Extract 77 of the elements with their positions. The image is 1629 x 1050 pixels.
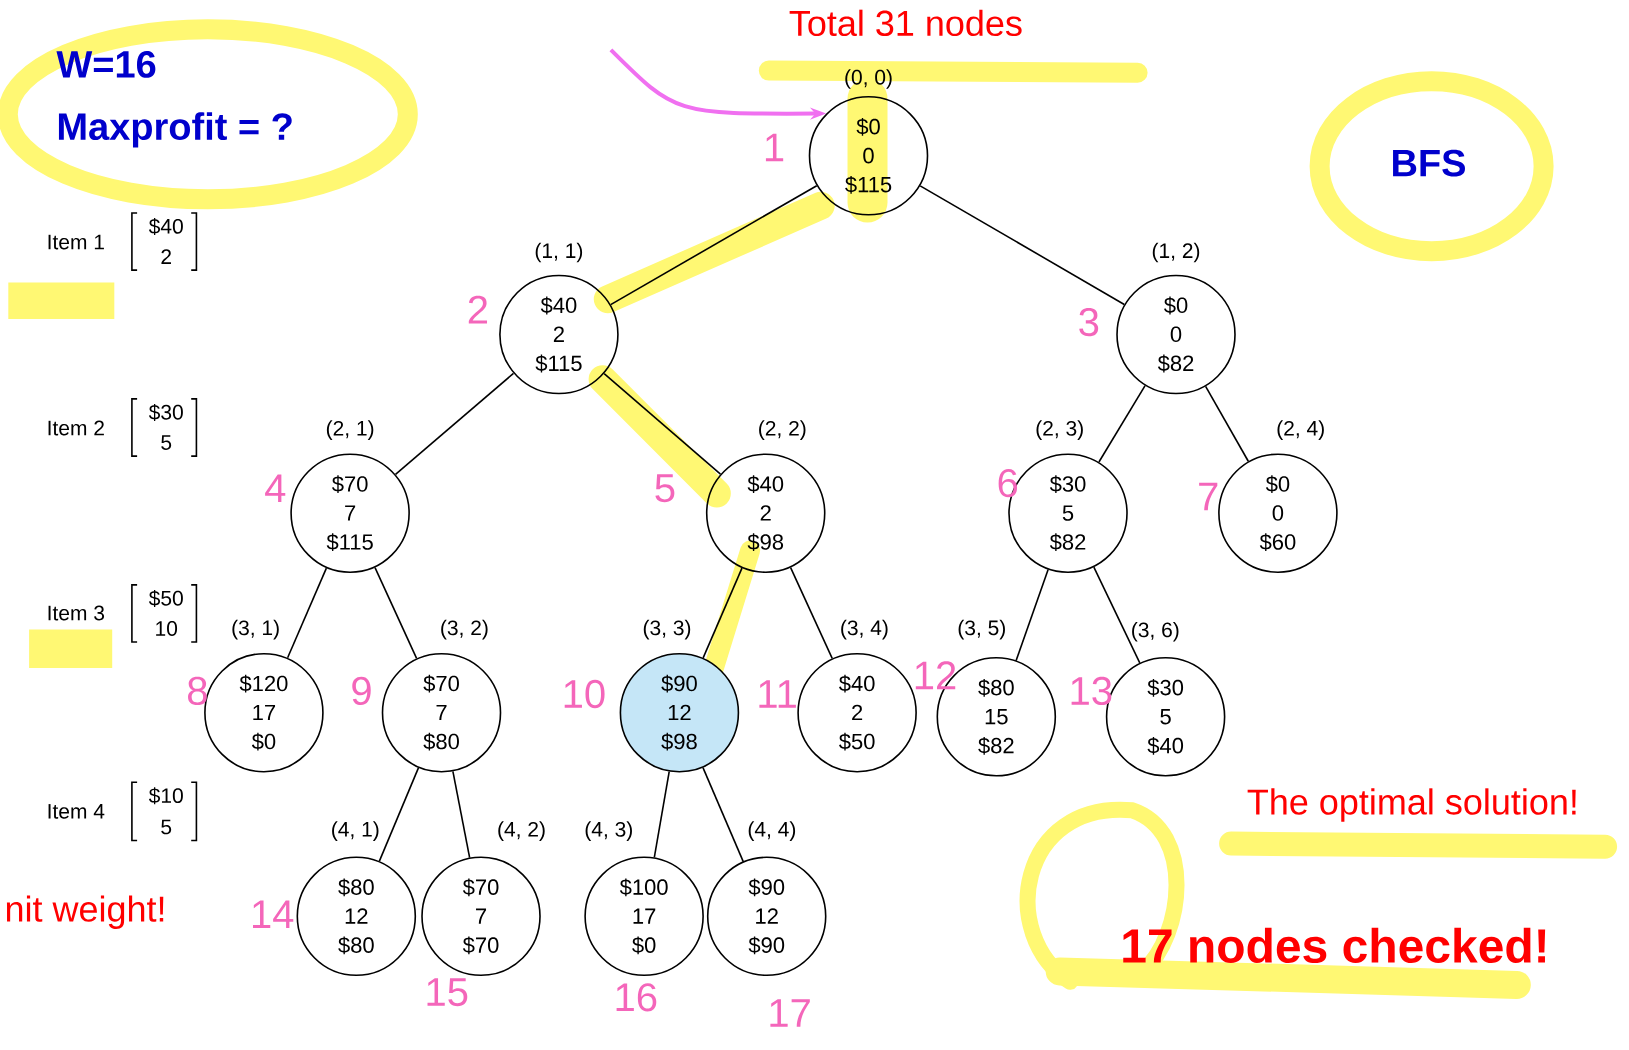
tree-edge: [374, 566, 418, 660]
tree-node: $90 12 $90: [706, 856, 827, 977]
tree-edge: [702, 766, 744, 863]
tree-edge: [394, 372, 515, 476]
node-label: (2, 1): [326, 420, 374, 440]
node-label: (2, 4): [1277, 420, 1324, 440]
tree-edge: [609, 184, 818, 306]
node-label: (3, 1): [232, 619, 279, 640]
node-label: (3, 2): [441, 619, 488, 640]
item-label: $10: [148, 787, 183, 805]
handwritten-number: 15: [427, 978, 468, 1007]
tree-node: $0 0 $115: [808, 96, 929, 216]
tree-node: $80 12 $80: [296, 856, 417, 977]
node-label: (4, 4): [748, 821, 796, 841]
note-text: nit weight!: [6, 895, 164, 929]
tree-edge: [452, 770, 471, 859]
tree-node: $40 2 $50: [797, 652, 917, 773]
note-text: Total 31 nodes: [789, 9, 1022, 37]
handwritten-number: 16: [616, 983, 657, 1012]
tree-edge: [286, 567, 328, 659]
tree-edge: [702, 567, 743, 659]
tree-node: $0 0 $82: [1116, 274, 1236, 395]
handwritten-number: 7: [1199, 482, 1218, 511]
heading-text: BFS: [1393, 149, 1465, 177]
node-label: (0, 0): [845, 69, 892, 89]
node-label: (3, 6): [1132, 621, 1179, 642]
handwritten-number: 5: [655, 474, 675, 503]
tree-edge: [1015, 568, 1049, 662]
tree-node: $90 12 $98: [619, 652, 740, 773]
item-label: 5: [161, 435, 172, 450]
node-label: (1, 2): [1152, 242, 1200, 263]
node-label: (4, 2): [498, 821, 545, 841]
note-text: 17 nodes checked!: [1123, 927, 1546, 963]
handwritten-number: 11: [759, 680, 796, 708]
handwritten-number: 10: [564, 679, 605, 709]
item-label: 2: [161, 249, 171, 264]
handwritten-number: 17: [770, 999, 810, 1027]
tree-edge: [1098, 384, 1146, 463]
tree-node: $100 17 $0: [584, 856, 704, 977]
item-label: Item 1: [48, 234, 104, 250]
heading-text: Maxprofit = ?: [58, 112, 292, 148]
tree-node: $70 7 $70: [421, 856, 541, 977]
item-label: $40: [148, 218, 183, 235]
tree-node: $40 2 $98: [705, 453, 826, 573]
handwritten-number: 9: [352, 676, 371, 706]
tree-edge: [789, 566, 833, 660]
item-label: Item 3: [48, 605, 105, 621]
tree-node: $70 7 $115: [290, 453, 410, 573]
handwritten-number: 8: [188, 676, 207, 706]
item-label: Item 4: [48, 804, 105, 819]
note-text: The optimal solution!: [1247, 788, 1576, 822]
tree-edge: [603, 372, 722, 475]
tree-edge: [378, 767, 420, 862]
tree-node: $40 2 $115: [499, 274, 619, 395]
node-label: (4, 3): [585, 821, 632, 841]
node-label: (1, 1): [535, 242, 583, 263]
item-label: 5: [161, 819, 172, 835]
node-label: (2, 3): [1036, 420, 1083, 440]
handwritten-number: 3: [1079, 307, 1099, 337]
tree-edge: [1204, 385, 1250, 463]
tree-edge: [919, 185, 1126, 306]
handwritten-number: 12: [915, 661, 956, 690]
node-label: (3, 5): [958, 619, 1005, 640]
tree-node: $70 7 $80: [381, 652, 502, 773]
node-label: (4, 1): [332, 821, 379, 841]
node-label: (2, 2): [759, 420, 806, 440]
tree-edge: [653, 770, 670, 859]
item-label: $50: [148, 589, 183, 607]
tree-edge: [1093, 566, 1141, 664]
item-label: 10: [156, 621, 178, 636]
handwritten-number: 1: [765, 133, 784, 162]
heading-text: W=16: [56, 50, 156, 78]
tree-node: $0 0 $60: [1218, 453, 1338, 573]
node-label: (3, 3): [643, 619, 691, 640]
item-label: $30: [148, 403, 183, 421]
node-label: (3, 4): [841, 619, 888, 640]
item-label: Item 2: [48, 420, 104, 436]
